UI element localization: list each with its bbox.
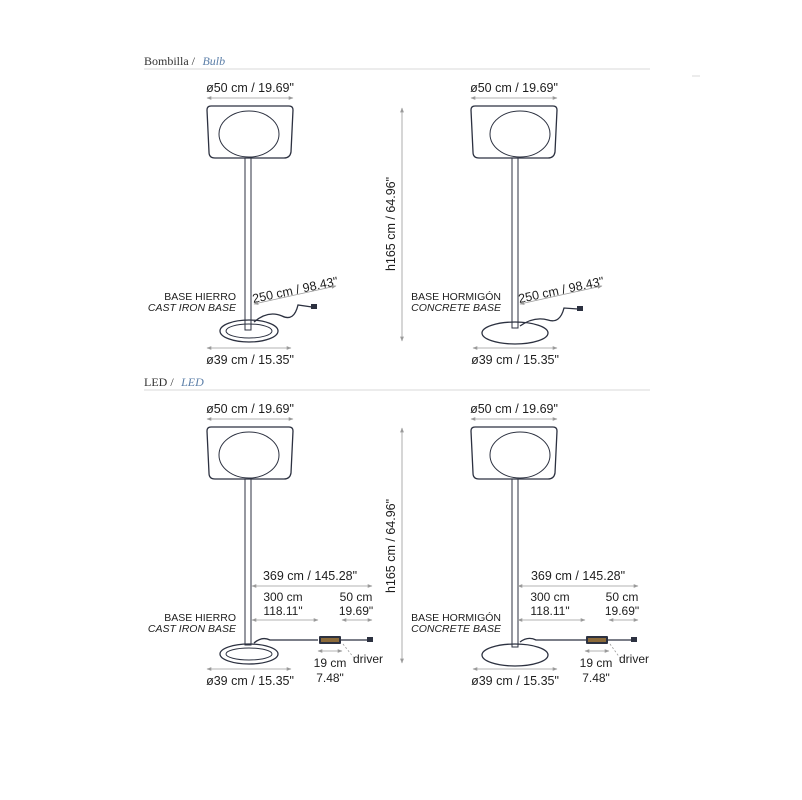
base-diameter-label: ø39 cm / 15.35": [206, 353, 294, 367]
driver-label-strip: [321, 638, 339, 642]
base-diameter-label: ø39 cm / 15.35": [471, 674, 559, 688]
lamp-bulb-concrete: ø50 cm / 19.69" 250 cm / 98.43" BASE HOR…: [411, 81, 605, 367]
lamp-pole: [511, 157, 519, 329]
shade-center-disc: [489, 431, 551, 479]
power-cable: [519, 637, 586, 643]
base-ring-outer: [219, 643, 279, 665]
driver-length-cm: 19 cm: [580, 656, 613, 670]
cable-seg2-in: 19.69": [339, 604, 373, 618]
cable-seg1-in: 118.11": [263, 604, 302, 618]
lamp-shade: [206, 105, 294, 159]
cable-seg2-cm: 50 cm: [606, 590, 639, 604]
shade-diameter-label: ø50 cm / 19.69": [470, 402, 558, 416]
concrete-base: [481, 321, 549, 345]
driver-label-strip: [588, 638, 606, 642]
driver-label: driver: [353, 652, 383, 666]
cable-total-label: 369 cm / 145.28": [263, 569, 357, 583]
base-ring-inner: [225, 647, 273, 661]
cable-seg2-in: 19.69": [605, 604, 639, 618]
shade-center-disc: [218, 110, 280, 158]
shade-diameter-label: ø50 cm / 19.69": [470, 81, 558, 95]
cable-seg1-cm: 300 cm: [530, 590, 569, 604]
base-name-en: CONCRETE BASE: [411, 623, 502, 635]
driver-length-cm: 19 cm: [314, 656, 347, 670]
base-name-en: CAST IRON BASE: [148, 623, 237, 635]
cable-length-line: [519, 285, 603, 305]
plug-icon: [631, 637, 637, 642]
shade-center-disc: [489, 110, 551, 158]
lamp-shade: [206, 426, 294, 480]
power-cable: [253, 637, 318, 644]
cable-total-label: 369 cm / 145.28": [531, 569, 625, 583]
shade-diameter-label: ø50 cm / 19.69": [206, 81, 294, 95]
base-diameter-label: ø39 cm / 15.35": [206, 674, 294, 688]
section-title-led: LED / LED: [144, 373, 204, 390]
concrete-base: [481, 643, 549, 667]
base-ring-inner: [225, 323, 273, 339]
cable-length-label: 250 cm / 98.43": [251, 274, 339, 306]
plug-icon: [311, 304, 317, 309]
driver-label: driver: [619, 652, 649, 666]
cable-seg1-cm: 300 cm: [263, 590, 302, 604]
lamp-bulb-iron: ø50 cm / 19.69" 250 cm / 98.43" BASE HIE…: [148, 81, 339, 367]
plug-icon: [577, 306, 583, 311]
driver-length-in: 7.48": [582, 671, 610, 685]
base-name-en: CAST IRON BASE: [148, 302, 237, 314]
base-name-es: BASE HORMIGÓN: [411, 611, 501, 624]
lamp-pole: [244, 478, 252, 646]
base-name-es: BASE HIERRO: [164, 291, 236, 303]
height-label-bottom: h165 cm / 64.96": [384, 499, 398, 593]
section-title-bulb: Bombilla / Bulb: [144, 52, 225, 69]
lamp-shade: [470, 105, 558, 159]
power-cable: [519, 307, 579, 327]
cable-seg1-in: 118.11": [530, 604, 569, 618]
base-name-en: CONCRETE BASE: [411, 302, 502, 314]
driver-length-in: 7.48": [316, 671, 344, 685]
lamp-shade: [470, 426, 558, 480]
cable-seg2-cm: 50 cm: [340, 590, 373, 604]
shade-diameter-label: ø50 cm / 19.69": [206, 402, 294, 416]
base-name-es: BASE HORMIGÓN: [411, 290, 501, 303]
base-diameter-label: ø39 cm / 15.35": [471, 353, 559, 367]
lamp-led-concrete: ø50 cm / 19.69" 369 cm / 145.28" 300 cm …: [411, 402, 649, 688]
lamp-led-iron: ø50 cm / 19.69" 369 cm / 145.28" 300 cm …: [148, 402, 383, 688]
shade-center-disc: [218, 431, 280, 479]
base-name-es: BASE HIERRO: [164, 612, 236, 624]
base-ring-outer: [219, 319, 279, 343]
power-cable: [253, 304, 313, 323]
cable-length-label: 250 cm / 98.43": [517, 274, 605, 306]
lamp-pole: [511, 478, 519, 648]
height-label-top: h165 cm / 64.96": [384, 177, 398, 271]
driver-pointer: [609, 643, 621, 659]
plug-icon: [367, 637, 373, 642]
cable-length-line: [253, 285, 337, 305]
lamp-pole: [244, 157, 252, 331]
driver-pointer: [342, 643, 355, 659]
